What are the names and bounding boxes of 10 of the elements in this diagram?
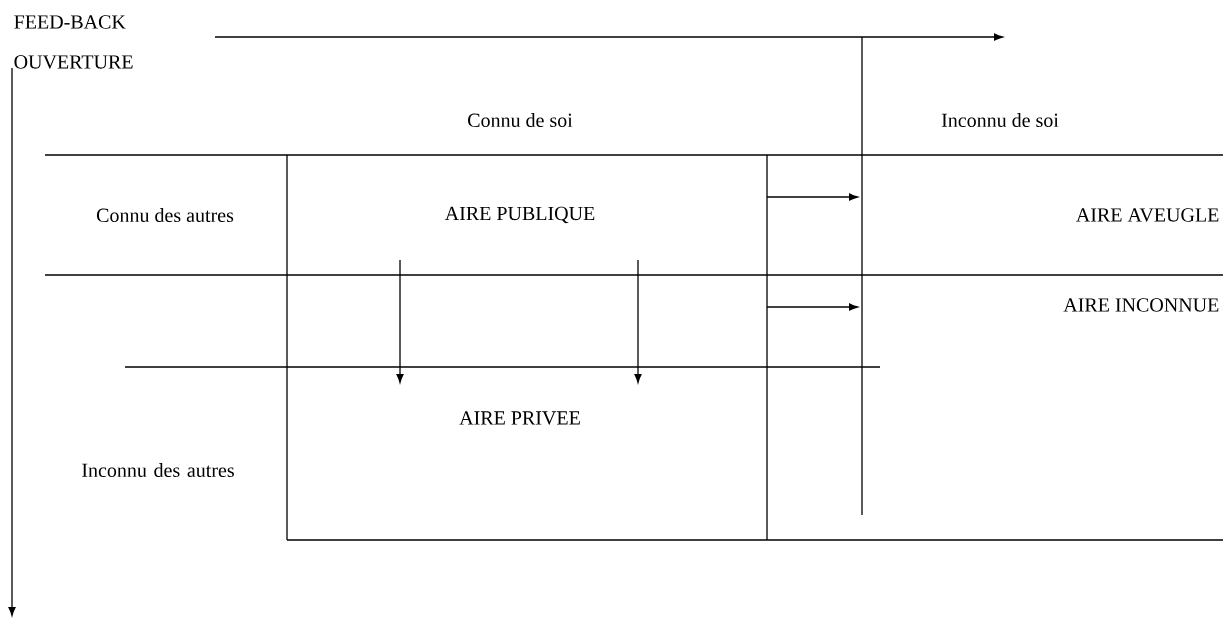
area-label: AIRE PUBLIQUE [444, 206, 595, 224]
column-header: Connu de soi [468, 112, 573, 128]
column-header: Inconnu de soi [941, 112, 1059, 128]
axis-label: FEED-BACK [14, 15, 126, 29]
area-label: AIRE PRIVEE [459, 411, 580, 425]
row-header: Inconnu des autres [82, 462, 234, 478]
row-header: Connu des autres [96, 207, 234, 223]
axis-label: OUVERTURE [14, 55, 133, 69]
area-label: AIRE AVEUGLE [1076, 208, 1219, 222]
area-label: AIRE INCONNUE [1063, 298, 1219, 312]
